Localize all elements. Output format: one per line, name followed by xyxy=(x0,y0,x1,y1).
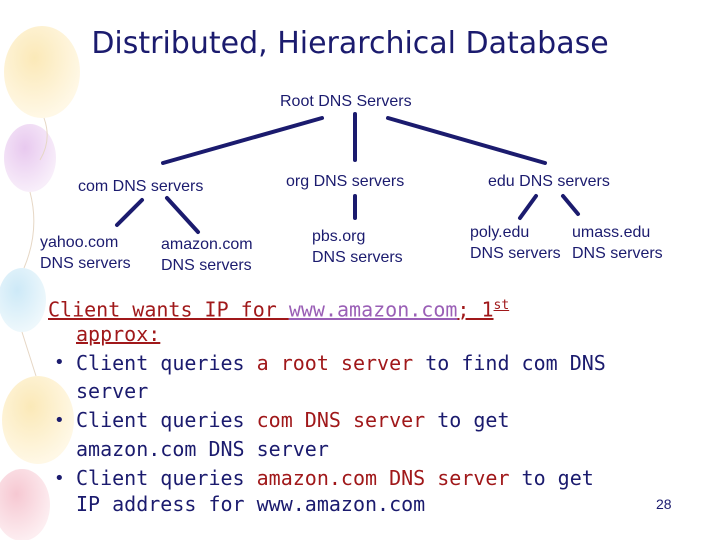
edge-com-yahoo xyxy=(115,198,144,227)
node-pbs-label: pbs.org xyxy=(312,228,366,245)
edge-com-amazon xyxy=(165,196,200,234)
bullet-3-line1: Client queries amazon.com DNS server to … xyxy=(76,464,594,493)
node-poly-dns-servers: poly.edu DNS servers xyxy=(470,222,561,264)
node-yahoo-label: yahoo.com xyxy=(40,234,119,251)
node-umass-dns-servers: umass.edu DNS servers xyxy=(572,222,663,264)
bullet-2-line1: Client queries com DNS server to get xyxy=(76,406,510,435)
edge-edu-umass xyxy=(561,194,580,216)
client-intro-prefix: Client wants IP for xyxy=(48,297,289,322)
balloon-pink-bottom xyxy=(0,469,50,540)
client-intro-line2: approx: xyxy=(76,320,160,349)
node-com-dns-servers: com DNS servers xyxy=(78,178,204,195)
node-umass-sub: DNS servers xyxy=(572,245,663,262)
balloon-blue-left xyxy=(0,268,46,332)
bullet-2-highlight: com DNS server xyxy=(256,408,426,432)
node-amazon-label: amazon.com xyxy=(161,236,253,253)
bullet-1-text-c: to find com DNS xyxy=(413,351,606,375)
node-pbs-sub: DNS servers xyxy=(312,249,403,266)
bullet-3-highlight: amazon.com DNS server xyxy=(256,466,510,490)
bullet-3-text-c: to get xyxy=(509,466,594,490)
bullet-1-line2: server xyxy=(76,379,149,403)
slide-title: Distributed, Hierarchical Database xyxy=(91,26,609,61)
node-amazon-sub: DNS servers xyxy=(161,257,252,274)
bullet-3-text-a: Client queries xyxy=(76,466,257,490)
bullet-1-line1: Client queries a root server to find com… xyxy=(76,349,606,378)
balloon-yellow-bottom xyxy=(2,376,74,464)
bullet-3-line2: IP address for www.amazon.com xyxy=(76,492,426,516)
bullet-1-marker: • xyxy=(54,352,65,373)
bullet-2-marker: • xyxy=(54,410,65,431)
client-intro: Client wants IP for www.amazon.com; 1st xyxy=(48,291,509,325)
node-root-dns-servers: Root DNS Servers xyxy=(280,93,412,110)
node-edu-dns-servers: edu DNS servers xyxy=(488,173,610,190)
balloon-purple-left xyxy=(4,124,56,192)
bullet-1-highlight: a root server xyxy=(256,351,414,375)
edge-edu-poly xyxy=(518,194,538,220)
node-poly-label: poly.edu xyxy=(470,224,530,241)
client-intro-sup: st xyxy=(493,298,510,313)
bullet-2-text-a: Client queries xyxy=(76,408,257,432)
bullet-2-line2: amazon.com DNS server xyxy=(76,437,329,461)
node-umass-label: umass.edu xyxy=(572,224,651,241)
node-yahoo-dns-servers: yahoo.com DNS servers xyxy=(40,232,131,274)
client-intro-approx: approx: xyxy=(76,322,161,346)
node-amazon-dns-servers: amazon.com DNS servers xyxy=(161,234,253,276)
balloon-yellow-top xyxy=(4,26,80,118)
bullet-2-text-c: to get xyxy=(425,408,510,432)
node-poly-sub: DNS servers xyxy=(470,245,561,262)
page-number: 28 xyxy=(656,496,672,512)
amazon-link[interactable]: www.amazon.com xyxy=(288,297,458,322)
client-intro-suffix: ; 1 xyxy=(457,297,494,322)
edge-root-com xyxy=(161,116,324,165)
balloon-strings xyxy=(21,117,48,377)
node-org-dns-servers: org DNS servers xyxy=(286,173,405,190)
bullet-1-text-a: Client queries xyxy=(76,351,257,375)
edge-root-edu xyxy=(386,116,547,165)
bullet-3-marker: • xyxy=(54,468,65,489)
node-pbs-dns-servers: pbs.org DNS servers xyxy=(312,226,403,268)
node-yahoo-sub: DNS servers xyxy=(40,255,131,272)
